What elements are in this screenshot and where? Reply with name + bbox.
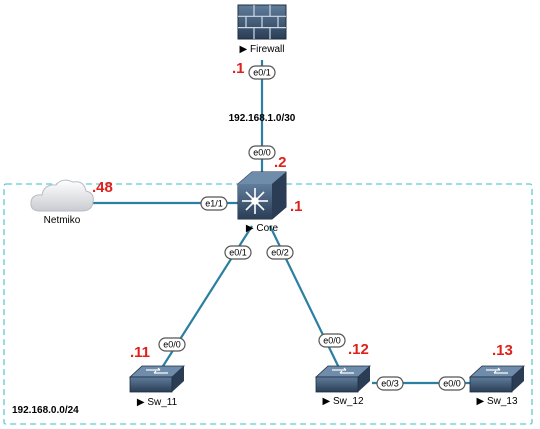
port-fw-e0-1: e0/1 <box>248 65 276 80</box>
ip-firewall: .1 <box>232 60 245 77</box>
svg-text:e0/0: e0/0 <box>253 148 271 158</box>
sw11-label: ▶ Sw_11 <box>137 397 178 408</box>
layer3-switch-icon <box>237 171 287 220</box>
netmiko-host[interactable]: Netmiko <box>30 179 94 226</box>
ip-sw13: .13 <box>492 342 513 359</box>
switch-icon <box>128 365 186 393</box>
sw11-device[interactable]: ▶ Sw_11 <box>128 365 186 408</box>
port-core-e1-1: e1/1 <box>200 196 228 211</box>
lan-network-label: 192.168.0.0/24 <box>12 405 79 416</box>
port-core-e0-1: e0/1 <box>224 245 252 260</box>
uplink-network-label: 192.168.1.0/30 <box>229 113 296 124</box>
sw13-device[interactable]: ▶ Sw_13 <box>468 365 526 407</box>
cloud-icon <box>30 179 94 212</box>
ip-netmiko: .48 <box>92 179 113 196</box>
core-device[interactable]: ▶ Core <box>237 171 287 234</box>
core-label: ▶ Core <box>246 223 279 234</box>
svg-text:e0/0: e0/0 <box>443 379 461 389</box>
port-sw12-e0-0: e0/0 <box>318 333 346 348</box>
switch-icon <box>314 365 372 393</box>
svg-text:e1/1: e1/1 <box>205 199 223 209</box>
firewall-device[interactable]: ▶ Firewall <box>237 4 287 55</box>
port-core-e0-0: e0/0 <box>248 145 276 160</box>
sw12-label: ▶ Sw_12 <box>322 396 363 407</box>
firewall-label: ▶ Firewall <box>240 44 285 55</box>
ip-core-lan: .1 <box>290 198 303 215</box>
ip-core-uplink: .2 <box>274 154 287 171</box>
svg-text:e0/1: e0/1 <box>253 68 271 78</box>
firewall-icon <box>237 4 287 40</box>
svg-text:e0/3: e0/3 <box>381 379 399 389</box>
svg-text:e0/0: e0/0 <box>323 336 341 346</box>
sw12-device[interactable]: ▶ Sw_12 <box>314 365 372 407</box>
netmiko-label: Netmiko <box>44 215 81 226</box>
port-sw11-e0-0: e0/0 <box>158 337 186 352</box>
port-core-e0-2: e0/2 <box>266 245 294 260</box>
port-sw12-e0-3: e0/3 <box>376 376 404 391</box>
svg-text:e0/0: e0/0 <box>163 340 181 350</box>
port-sw13-e0-0: e0/0 <box>438 376 466 391</box>
svg-text:e0/2: e0/2 <box>271 248 289 258</box>
switch-icon <box>468 365 526 393</box>
svg-text:e0/1: e0/1 <box>229 248 247 258</box>
sw13-label: ▶ Sw_13 <box>476 396 517 407</box>
ip-sw11: .11 <box>130 344 150 361</box>
ip-sw12: .12 <box>348 341 369 358</box>
